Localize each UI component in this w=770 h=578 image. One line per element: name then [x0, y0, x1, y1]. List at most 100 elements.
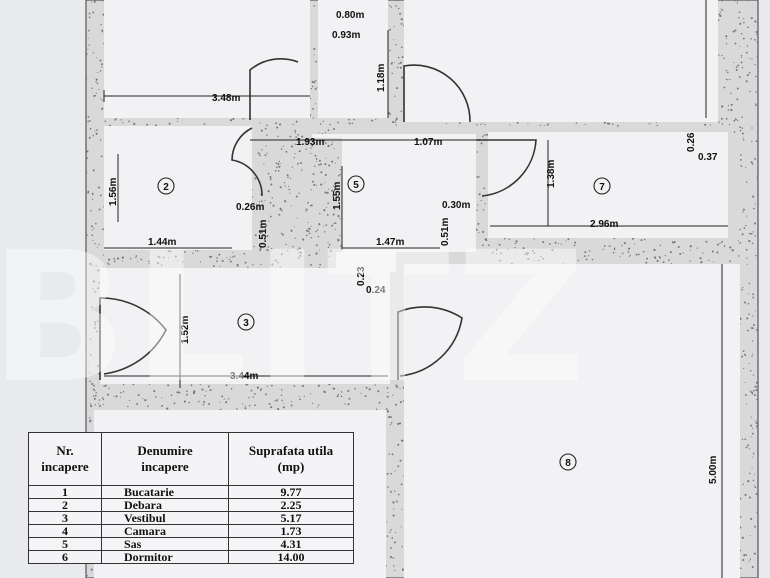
hatch-dot [750, 391, 753, 394]
hatch-dot [391, 72, 393, 75]
hatch-dot [276, 126, 279, 129]
hatch-dot [147, 405, 149, 408]
hatch-dot [149, 383, 151, 386]
hatch-dot [733, 62, 735, 64]
hatch-dot [334, 162, 336, 164]
hatch-dot [292, 123, 294, 126]
hatch-dot [92, 288, 94, 290]
hatch-dot [393, 565, 395, 567]
hatch-dot [329, 123, 331, 126]
hatch-dot [177, 260, 179, 262]
hatch-dot [301, 169, 303, 171]
hatch-dot [140, 258, 143, 261]
hatch-dot [642, 250, 645, 253]
hatch-dot [742, 208, 745, 211]
hatch-dot [299, 161, 303, 165]
hatch-dot [750, 416, 752, 418]
hatch-dot [244, 405, 246, 407]
hatch-dot [94, 321, 96, 324]
hatch-dot [107, 393, 110, 396]
hatch-dot [721, 0, 723, 2]
hatch-dot [271, 197, 273, 199]
hatch-dot [611, 123, 614, 125]
hatch-dot [533, 238, 535, 240]
hatch-dot [533, 259, 535, 261]
legend-row-nr: 1 [28, 485, 102, 499]
hatch-dot [269, 201, 272, 204]
hatch-dot [744, 381, 746, 384]
hatch-dot [311, 144, 314, 147]
hatch-dot [751, 432, 754, 435]
hatch-dot [745, 167, 747, 169]
legend-header-area-line1: Suprafata utila [248, 443, 334, 458]
hatch-dot [305, 208, 308, 211]
hatch-dot [738, 16, 740, 19]
hatch-dot [114, 118, 117, 121]
hatch-dot [574, 241, 577, 244]
hatch-dot [754, 103, 757, 105]
hatch-dot [313, 183, 316, 186]
hatch-dot [332, 213, 335, 216]
hatch-dot [348, 397, 351, 400]
hatch-dot [91, 229, 93, 231]
hatch-dot [221, 395, 224, 398]
hatch-dot [266, 134, 268, 136]
hatch-dot [295, 195, 298, 198]
hatch-dot [705, 240, 708, 243]
hatch-dot [726, 38, 728, 40]
hatch-dot [745, 181, 748, 183]
dimension-lines [103, 0, 728, 578]
hatch-dot [748, 448, 751, 450]
hatch-dot [739, 241, 742, 244]
hatch-dot [323, 225, 325, 227]
hatch-dot [258, 208, 261, 210]
hatch-dot [174, 255, 177, 258]
hatch-dot [314, 165, 316, 167]
hatch-dot [86, 234, 88, 236]
hatch-dot [741, 355, 744, 358]
hatch-dot [265, 145, 267, 147]
hatch-dot [709, 124, 711, 126]
hatch-dot [290, 145, 294, 148]
hatch-dot [640, 239, 643, 242]
hatch-dot [396, 0, 398, 2]
hatch-dot [399, 401, 402, 403]
hatch-dot [94, 390, 96, 392]
hatch-dot [748, 57, 751, 59]
hatch-dot [312, 108, 314, 110]
hatch-dot [390, 422, 393, 424]
hatch-dot [264, 154, 267, 157]
hatch-dot [749, 370, 752, 372]
hatch-dot [575, 122, 578, 124]
hatch-dot [298, 252, 300, 254]
hatch-dot [260, 200, 263, 203]
dim-500: 5.00m [708, 456, 719, 484]
hatch-dot [91, 306, 93, 309]
hatch-dot [458, 122, 461, 124]
hatch-dot [87, 120, 90, 123]
hatch-dot [486, 133, 488, 136]
hatch-dot [265, 224, 268, 227]
hatch-dot [253, 245, 255, 248]
hatch-dot [298, 150, 301, 153]
hatch-dot [107, 262, 109, 264]
hatch-dot [735, 69, 738, 71]
hatch-dot [730, 79, 731, 80]
hatch-dot [167, 257, 169, 259]
hatch-dot [313, 5, 315, 7]
hatch-dot [588, 250, 591, 252]
hatch-dot [368, 388, 371, 391]
hatch-dot [120, 119, 122, 121]
hatch-dot [144, 399, 147, 402]
legend-row-nr: 5 [28, 537, 102, 551]
hatch-dot [637, 253, 640, 256]
hatch-dot [733, 131, 736, 133]
hatch-dot [291, 401, 293, 403]
hatch-dot [275, 162, 278, 164]
hatch-dot [91, 1, 93, 3]
hatch-dot [89, 372, 91, 374]
hatch-dot [287, 185, 290, 187]
hatch-dot [396, 501, 398, 503]
hatch-dot [727, 104, 730, 107]
legend-row-name: Debara [101, 498, 229, 512]
